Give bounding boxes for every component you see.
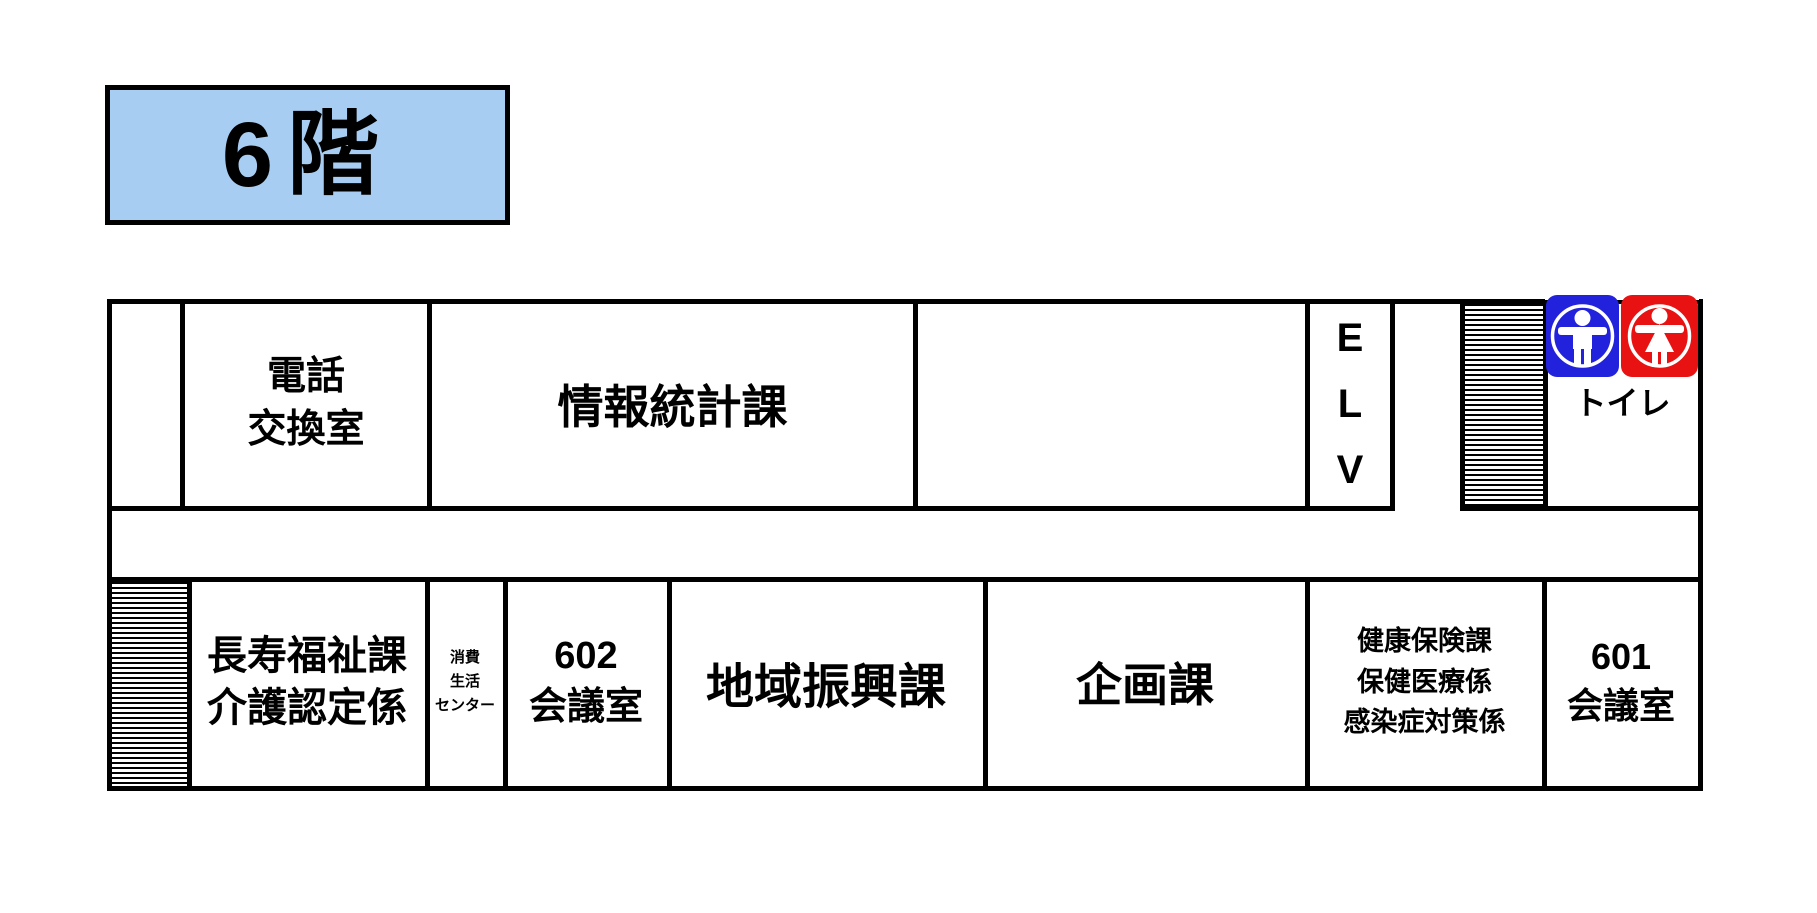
room-602-meeting: 602 会議室 [528, 634, 643, 728]
wall [107, 506, 1392, 511]
wall [107, 299, 112, 791]
room-information-statistics: 情報統計課 [557, 381, 788, 433]
floor-title-box: 6階 [105, 85, 510, 225]
floor-title: 6階 [221, 104, 394, 206]
wall [1698, 299, 1703, 791]
wall [1543, 299, 1548, 511]
room-phone-exchange: 電話 交換室 [247, 355, 365, 451]
male-restroom-icon [1546, 295, 1619, 377]
wall [427, 299, 432, 511]
female-restroom-icon [1621, 295, 1698, 377]
stairs-hatch-bottom [112, 582, 187, 786]
wall [425, 577, 430, 791]
room-regional-promotion: 地域振興課 [705, 661, 946, 714]
wall [503, 577, 508, 791]
wall [107, 786, 1703, 791]
wall [1460, 506, 1703, 511]
wall [1542, 577, 1547, 791]
wall [1305, 577, 1310, 791]
wall [1460, 299, 1465, 511]
wall [983, 577, 988, 791]
wall [1305, 299, 1310, 511]
elevator-cell: E L V [1336, 316, 1364, 492]
wall [107, 299, 1703, 304]
room-longevity-welfare: 長寿福祉課 介護認定係 [207, 634, 407, 730]
room-health-insurance: 健康保険課 保健医療係 感染症対策係 [1343, 626, 1506, 738]
icon-backdrop [1545, 278, 1699, 300]
wall [180, 299, 185, 511]
wall [913, 299, 918, 511]
wall [1390, 299, 1395, 511]
wall [107, 577, 1703, 582]
wall [187, 577, 192, 791]
wall [667, 577, 672, 791]
room-601-meeting: 601 会議室 [1566, 636, 1675, 726]
toilet-label: トイレ [1574, 385, 1671, 421]
room-consumer-life-center: 消費 生活 センター [434, 649, 495, 714]
stairs-hatch-top [1465, 304, 1543, 506]
room-planning: 企画課 [1076, 659, 1214, 711]
